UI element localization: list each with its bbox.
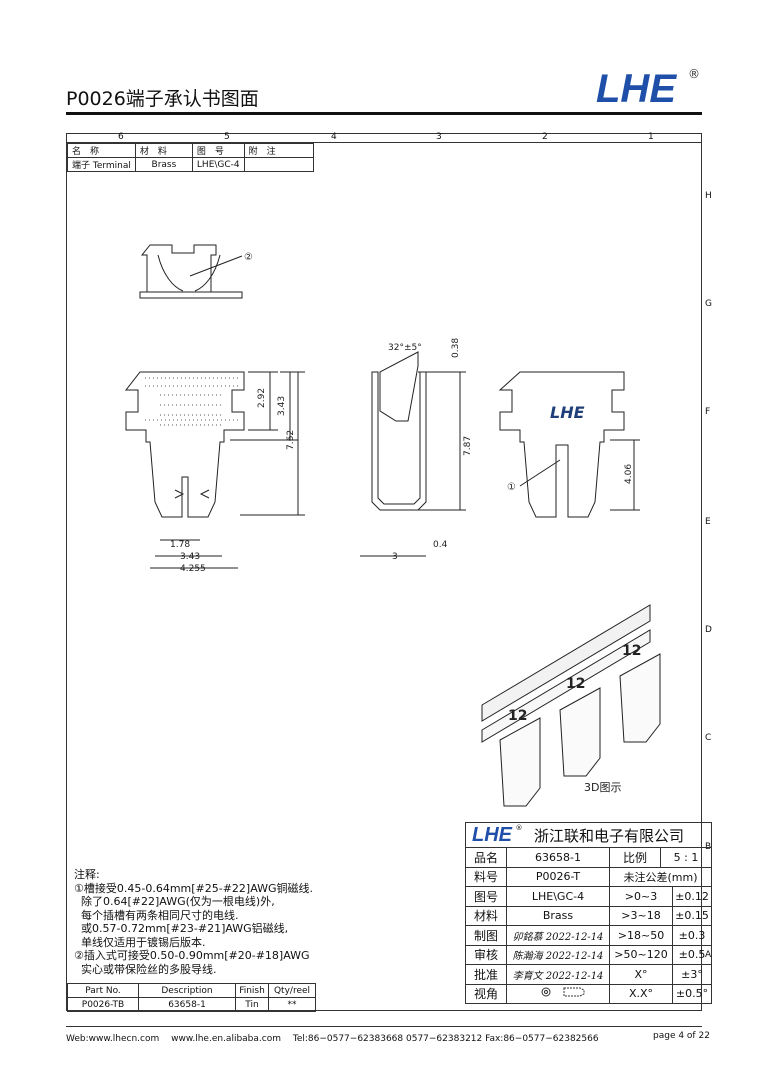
back-view: LHE ① 4.06 — [498, 371, 640, 518]
svg-text:1.78: 1.78 — [170, 540, 190, 550]
notes: 注释:①槽接受0.45-0.64mm[#25-#22]AWG铜磁线. 除了0.6… — [74, 868, 314, 976]
logo-text: LHE — [596, 67, 677, 108]
svg-text:32°±5°: 32°±5° — [388, 343, 422, 353]
svg-text:LHE: LHE — [550, 403, 585, 422]
svg-text:0.38: 0.38 — [451, 338, 461, 358]
3d-view: 12 12 12 3D图示 — [481, 604, 661, 807]
svg-text:2.92: 2.92 — [257, 388, 267, 408]
svg-text:12: 12 — [622, 643, 641, 659]
svg-text:7.62: 7.62 — [286, 430, 296, 450]
page-number: page 4 of 22 — [653, 1031, 710, 1041]
svg-text:②: ② — [244, 252, 253, 263]
svg-text:3.43: 3.43 — [180, 552, 200, 562]
svg-text:3: 3 — [392, 552, 398, 562]
svg-text:4.06: 4.06 — [624, 464, 634, 484]
company-name: 浙江联和电子有限公司 — [534, 826, 685, 845]
side-view: 32°±5° 0.38 7.87 3 0.4 — [360, 338, 473, 562]
svg-text:4.255: 4.255 — [180, 564, 206, 574]
front-view: 2.92 3.43 7.62 1.78 3.43 4.255 — [124, 371, 305, 574]
footer-rule — [66, 1026, 702, 1027]
projection-symbol — [506, 983, 610, 1004]
registered-mark: ® — [688, 67, 700, 81]
svg-text:3.43: 3.43 — [277, 396, 287, 416]
svg-text:7.87: 7.87 — [463, 436, 473, 456]
svg-text:12: 12 — [566, 676, 585, 692]
svg-text:3D图示: 3D图示 — [584, 781, 621, 794]
svg-text:①: ① — [507, 482, 516, 493]
svg-text:0.4: 0.4 — [433, 540, 448, 550]
top-view: ② — [139, 244, 253, 299]
tb-logo: LHE — [472, 823, 512, 846]
page-title: P0026端子承认书图面 — [66, 88, 259, 110]
drawing-frame — [66, 133, 702, 1011]
footer-contact: Web:www.lhecn.com www.lhe.en.alibaba.com… — [66, 1034, 599, 1044]
svg-text:12: 12 — [508, 708, 527, 724]
company-logo: LHE ® — [596, 64, 702, 112]
top-ruler: 6 5 4 3 2 1 — [66, 132, 702, 143]
header-rule — [66, 112, 702, 115]
